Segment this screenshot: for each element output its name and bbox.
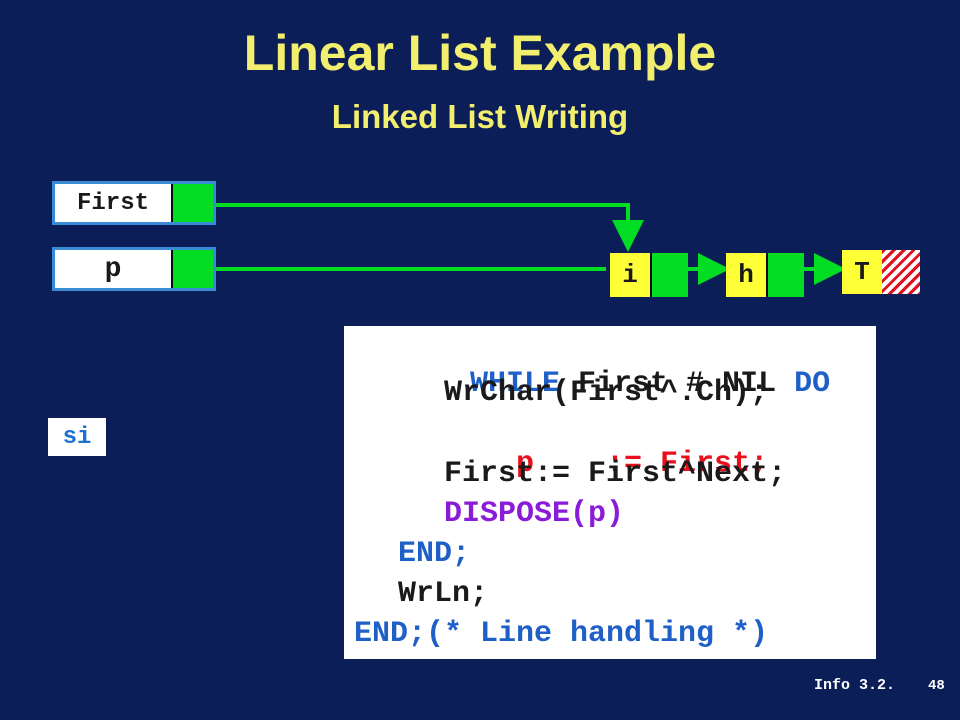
si-variable: si bbox=[48, 418, 106, 456]
node-char: T bbox=[854, 257, 870, 287]
list-node: h bbox=[726, 253, 804, 297]
node-char: i bbox=[622, 260, 638, 290]
first-pointer-cell bbox=[171, 184, 213, 222]
code-line-wrchar: WrChar(First^.Ch); bbox=[444, 376, 769, 410]
code-line-wrln: WrLn; bbox=[398, 577, 489, 611]
p-variable-label: p bbox=[104, 253, 122, 285]
first-pointer-arrow bbox=[216, 203, 644, 252]
page-number: 48 bbox=[928, 678, 945, 694]
code-block: WHILE First # NIL DO WrChar(First^.Ch); … bbox=[344, 326, 876, 659]
node-next-pointer bbox=[766, 253, 804, 297]
code-line-advance: First:= First^Next; bbox=[444, 457, 787, 491]
code-line-end: END; bbox=[398, 537, 471, 571]
code-line-end-comment: END;(* Line handling *) bbox=[354, 617, 769, 651]
nil-hatch bbox=[882, 250, 920, 294]
code-line-dispose: DISPOSE(p) bbox=[444, 497, 625, 531]
list-node-last: T bbox=[842, 250, 920, 294]
slide-subtitle: Linked List Writing bbox=[331, 98, 629, 135]
code-line-while: WHILE First # NIL DO bbox=[470, 367, 831, 401]
first-variable: First bbox=[52, 181, 216, 225]
first-variable-label: First bbox=[76, 189, 149, 217]
node-char: h bbox=[738, 260, 754, 290]
slide-title: Linear List Example bbox=[243, 25, 717, 81]
node-next-pointer bbox=[650, 253, 688, 297]
p-variable: p bbox=[52, 247, 216, 291]
list-node: i bbox=[610, 253, 688, 297]
footer-reference: Info 3.2. bbox=[814, 677, 896, 694]
p-pointer-cell bbox=[171, 250, 213, 288]
code-line-assign-p: p := First; bbox=[516, 447, 769, 481]
